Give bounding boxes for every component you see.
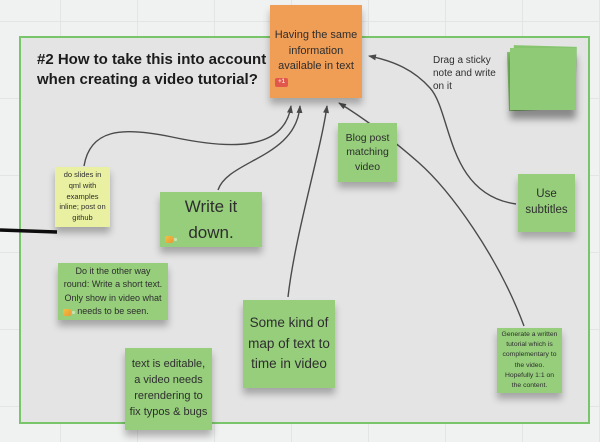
- frame-title[interactable]: #2 How to take this into account when cr…: [37, 51, 267, 88]
- sticky-note-blog-post[interactable]: Blog post matching video: [338, 123, 397, 182]
- sticky-note-generate-tutorial[interactable]: Generate a written tutorial which is com…: [497, 328, 562, 393]
- connector-map-to-having[interactable]: [287, 105, 330, 298]
- thumbs-up-reaction-icon[interactable]: [165, 236, 177, 243]
- plus-one-tag-badge[interactable]: +1: [275, 78, 288, 87]
- sticky-note-do-slides[interactable]: do slides in qml with examples inline; p…: [55, 167, 110, 227]
- sticky-note-text: Write it down.: [184, 197, 238, 242]
- sticky-note-having-info[interactable]: Having the same information available in…: [270, 5, 362, 98]
- sticky-note-text-editable[interactable]: text is editable, a video needs rerender…: [125, 348, 212, 430]
- sticky-note-text: Blog post matching video: [345, 132, 390, 173]
- connector-subtitles-to-having[interactable]: [368, 54, 517, 205]
- sticky-note-text: Some kind of map of text to time in vide…: [248, 314, 330, 372]
- connector-slides-to-having[interactable]: [83, 105, 293, 167]
- sticky-note-other-way-round[interactable]: Do it the other way round: Write a short…: [58, 263, 168, 320]
- drag-sticky-hint: Drag a sticky note and write on it: [433, 55, 496, 92]
- sticky-note-stack-icon[interactable]: [506, 44, 578, 112]
- sticky-note-text: Use subtitles: [525, 188, 568, 216]
- edge-line: [0, 228, 58, 234]
- sticky-note-write-it-down[interactable]: Write it down.: [160, 192, 262, 247]
- sticky-note-text: text is editable, a video needs rerender…: [129, 358, 208, 418]
- stack-sheet: [510, 48, 576, 110]
- connector-generate-to-having[interactable]: [338, 102, 525, 327]
- sticky-note-text: do slides in qml with examples inline; p…: [59, 169, 106, 223]
- sticky-note-map-text-time[interactable]: Some kind of map of text to time in vide…: [243, 300, 335, 388]
- sticky-note-use-subtitles[interactable]: Use subtitles: [518, 174, 575, 232]
- sticky-note-text: Having the same information available in…: [274, 29, 358, 73]
- sticky-note-text: Generate a written tutorial which is com…: [501, 330, 558, 389]
- connector-write-to-having[interactable]: [217, 105, 303, 191]
- thumbs-up-reaction-icon[interactable]: [63, 309, 75, 316]
- sticky-note-text: Do it the other way round: Write a short…: [63, 265, 163, 317]
